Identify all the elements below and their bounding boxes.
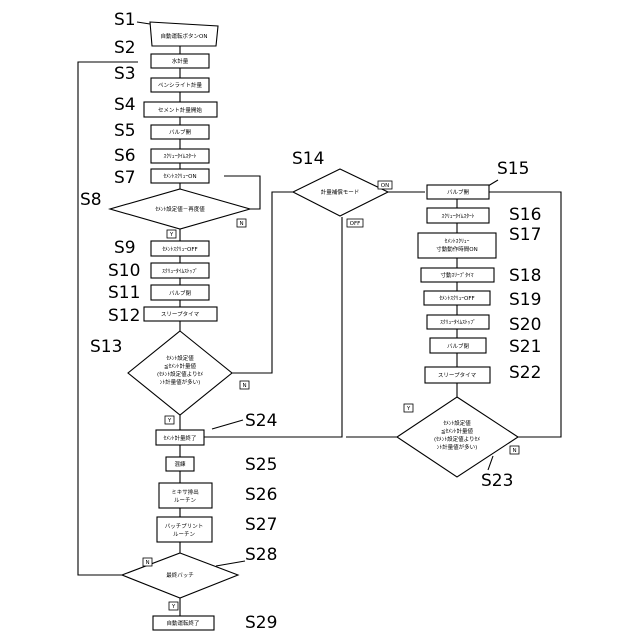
flag-n: N [145,560,149,566]
flag-n: N [512,448,516,454]
mode-decision: 計量補償モード [293,169,388,216]
step-label-s1: S1 [114,10,136,30]
box-label: ｽｸﾘｭｰﾀｲﾑｽﾀｰﾄ [163,153,196,160]
box-label: 自動運転終了 [166,619,199,627]
step-label-s2: S2 [114,38,136,58]
box-label: ｽｸﾘｭｰﾀｲﾑｽﾄｯﾌﾟ [440,319,476,326]
step-label-s10: S10 [108,261,140,281]
flag-y: Y [171,604,176,610]
step-label-s27: S27 [245,515,277,535]
flag-n: N [239,221,243,227]
step-label-s20: S20 [509,315,541,335]
box-label: 混練 [174,460,186,468]
decision-label: ﾝﾄ計量値が多い) [437,443,478,451]
decision-label: ｾﾒﾝﾄ設定値 [443,419,471,427]
step-label-s12: S12 [108,306,140,326]
box-label: ｾﾒﾝﾄｽｸﾘｭｰON [163,173,196,180]
step-label-s28: S28 [245,545,277,565]
decision-label: ≦ｾﾒﾝﾄ計量値 [164,362,197,370]
flag-on: ON [381,183,389,189]
step-label-s6: S6 [114,146,136,166]
box-label: スリープタイマ [438,371,477,379]
step-label-s26: S26 [245,485,277,505]
flag-n: N [242,383,246,389]
box-label: 寸動ｽﾘｰﾌﾟﾀｲﾏ [440,271,473,279]
step-label-s25: S25 [245,455,277,475]
box-label: ミキサ排出 [171,488,199,496]
step-label-s4: S4 [114,95,136,115]
box-label: バルブ閉 [169,289,192,297]
step-label-s22: S22 [509,363,541,383]
step-label-s9: S9 [114,238,136,258]
decision-label: (ｾﾒﾝﾄ設定値よりｾﾒ [157,370,203,378]
decision-label: ﾝﾄ計量値が多い) [160,378,201,386]
step-label-s14: S14 [292,149,324,169]
box-label: ｾﾒﾝﾄｽｸﾘｭｰOFF [162,246,197,253]
step-label-s11: S11 [108,283,140,303]
flag-off: OFF [350,221,361,227]
step-label-s24: S24 [245,411,277,431]
box-label: ルーチン [173,531,196,538]
decision-label: 最終バッチ [166,571,194,579]
box-label: 自動運転ボタンON [161,32,208,40]
box-label: ルーチン [174,497,197,504]
step-label-s17: S17 [509,225,541,245]
decision-label: (ｾﾒﾝﾄ設定値よりｾﾒ [434,435,480,443]
box-label: ｾﾒﾝﾄｽｸﾘｭｰ [445,238,470,245]
step-label-s8: S8 [80,190,102,210]
step-label-s23: S23 [481,471,513,491]
decision-label: ｾﾒﾝﾄ設定値－再度値 [155,205,205,213]
box-label: ｽｸﾘｭｰﾀｲﾑｽﾀｰﾄ [441,213,474,220]
box-label: バッチプリント [165,523,204,530]
step-label-s29: S29 [245,613,277,633]
box-label: バルブ開 [447,188,470,196]
flag-y: Y [167,418,172,424]
flag-y: Y [169,232,174,238]
box-label: バルブ開 [169,128,192,136]
process-box [418,233,496,258]
step-label-s15: S15 [497,159,529,179]
box-label: スリープタイマ [161,310,200,318]
step-label-s18: S18 [509,266,541,286]
box-label: ｽｸﾘｭｰﾀｲﾑｽﾄｯﾌﾟ [162,268,198,275]
box-label: ｾﾒﾝﾄｽｸﾘｭｰOFF [439,295,474,302]
step-label-s13: S13 [90,337,122,357]
decision-label: ｾﾒﾝﾄ設定値 [166,354,194,362]
box-label: 寸動動作時間ON [436,245,477,253]
box-label: ペンシライト計量 [158,81,203,89]
step-label-s19: S19 [509,290,541,310]
box-label: セメント計量開始 [158,106,202,114]
box-label: バルブ閉 [447,342,470,350]
box-label: ｾﾒﾝﾄ計量終了 [163,434,196,442]
box-label: 水計量 [172,57,189,65]
step-label-s21: S21 [509,337,541,357]
decision-label: 計量補償モード [321,188,360,196]
decision-label: ≦ｾﾒﾝﾄ計量値 [441,427,474,435]
step-label-s7: S7 [114,168,136,188]
flag-y: Y [406,406,411,412]
step-label-s16: S16 [509,205,541,225]
step-label-s3: S3 [114,64,136,84]
step-label-s5: S5 [114,121,136,141]
